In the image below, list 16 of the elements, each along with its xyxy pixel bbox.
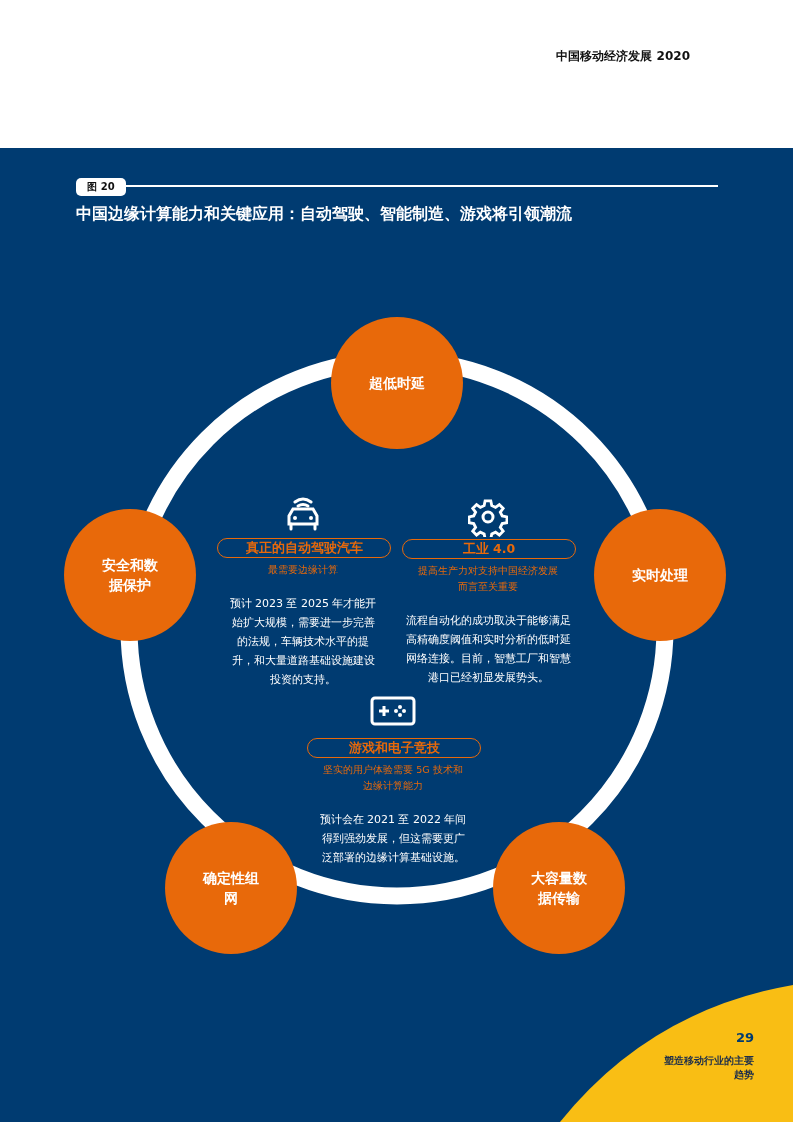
header-text: 中国移动经济发展 2020 [555,48,690,65]
subheading-text: 提高生产力对支持中国经济发展而言至关重要 [418,564,558,594]
feature-label: 安全和数据保护 [101,556,159,595]
feature-label: 确定性组网 [201,869,260,908]
feature-label: 实时处理 [631,566,689,585]
feature-label: 超低时延 [368,374,426,393]
description-text: 流程自动化的成功取决于能够满足高精确度阈值和实时分析的低时延网络连接。目前，智慧工厂和智慧港口已经初显发展势头。 [404,613,572,686]
figure-tag: 图 20 [76,178,126,196]
subheading-text: 坚实的用户体验需要 5G 技术和边缘计算能力 [323,763,463,793]
footer-text: 塑造移动行业的主要趋势 [663,1054,754,1082]
subheading-text: 最需要边缘计算 [267,563,339,577]
description-text: 预计 2023 至 2025 年才能开始扩大规模，需要进一步完善的法规，车辆技术水平的提升，和大量道路基础设施建设投资的支持。 [228,596,378,688]
page-number: 29 [734,1030,754,1045]
description-text: 预计会在 2021 至 2022 年间得到强劲发展，但这需要更广泛部署的边缘计算基础设施。 [318,812,468,866]
feature-label: 大容量数据传输 [530,869,588,908]
figure-title: 中国边缘计算能力和关键应用：自动驾驶、智能制造、游戏将引领潮流 [76,204,573,225]
